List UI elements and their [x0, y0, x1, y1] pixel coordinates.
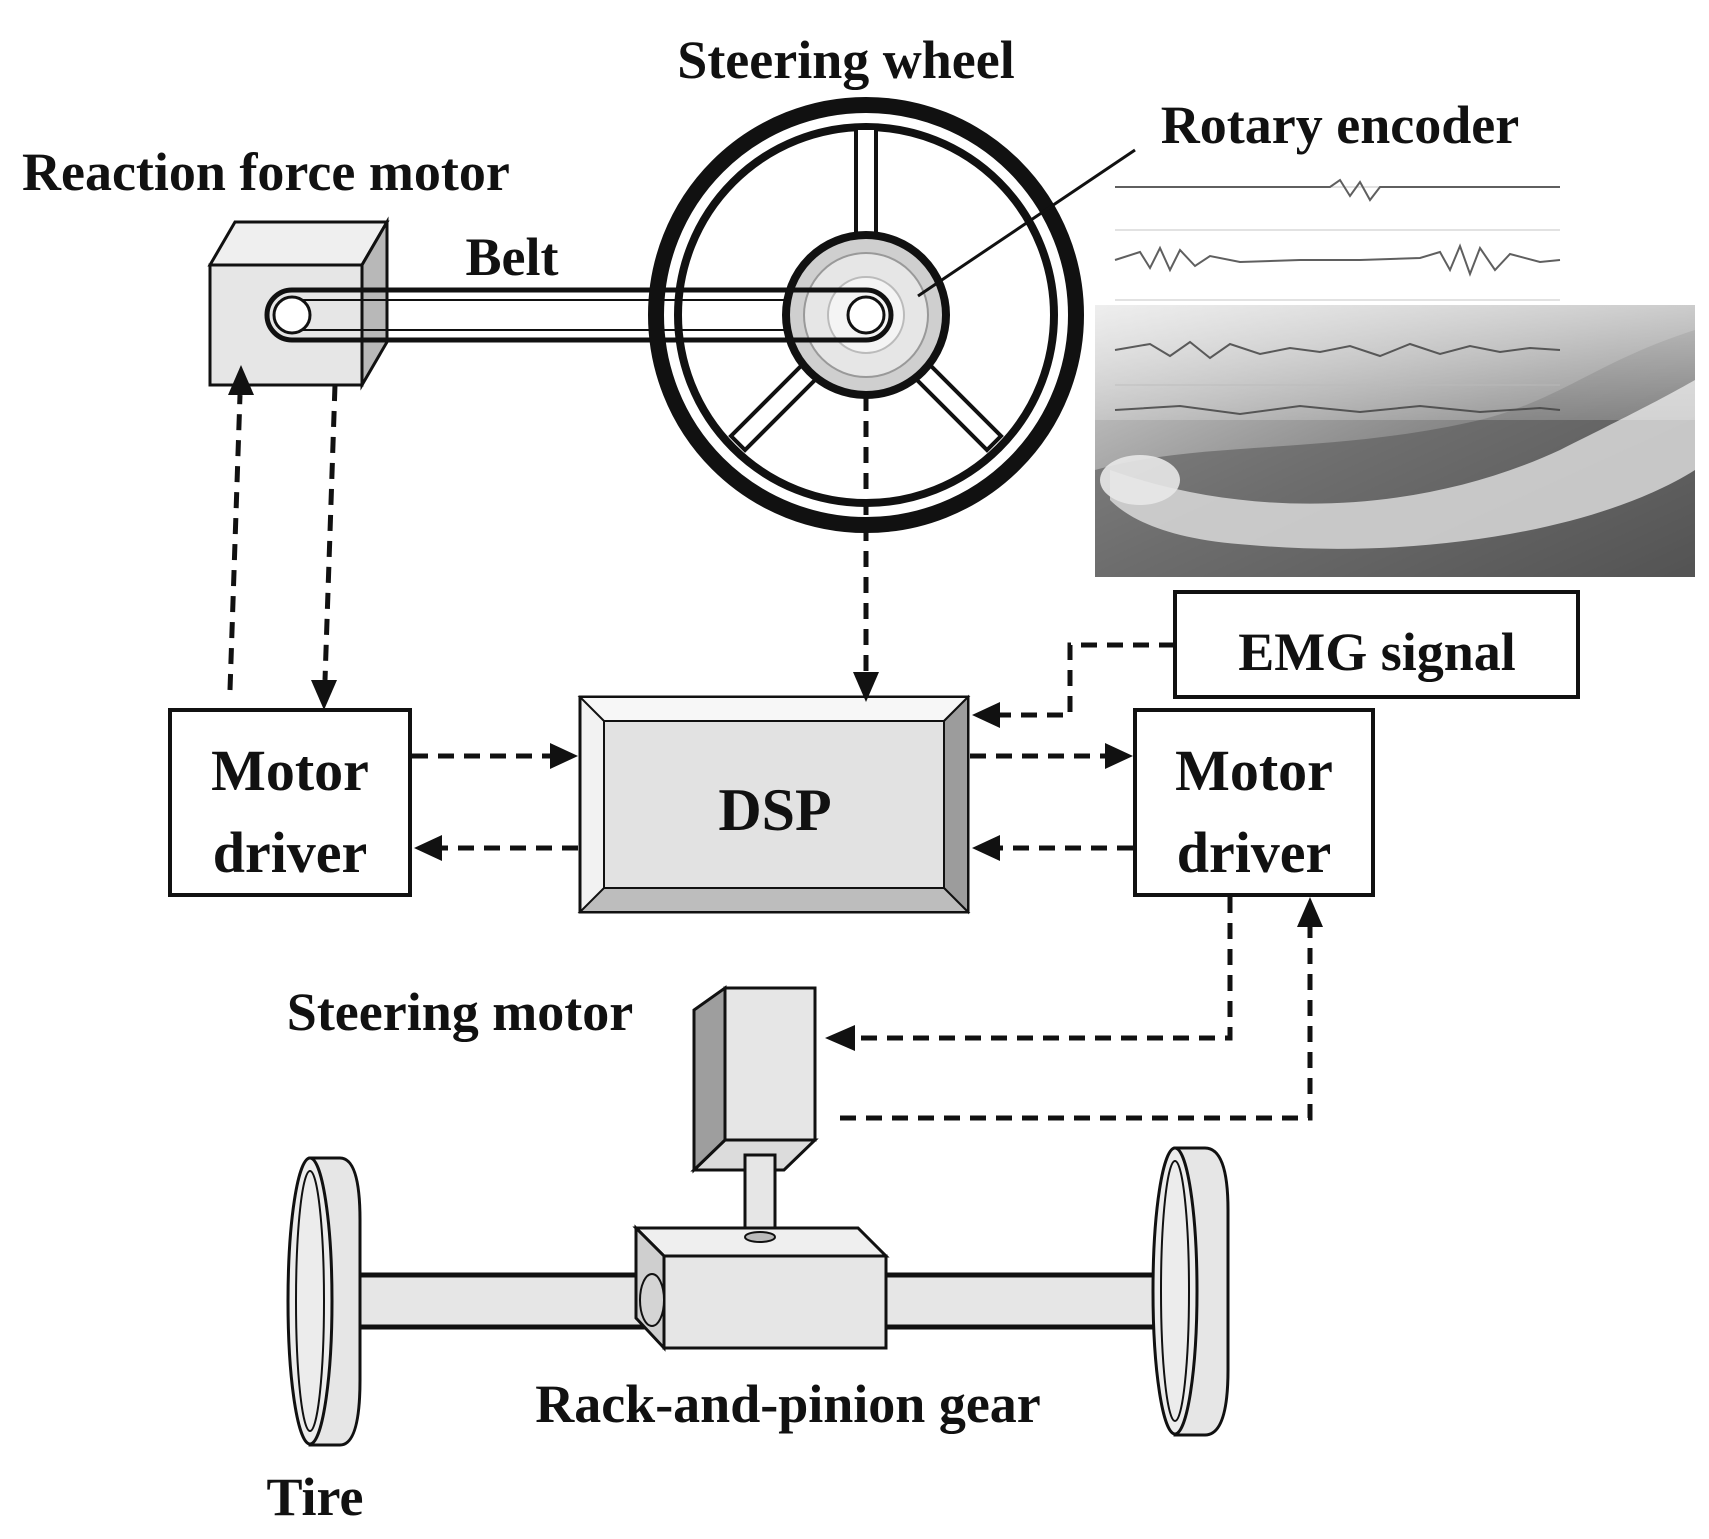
- arrowhead-right: [1105, 743, 1133, 769]
- emg-signal-label: EMG signal: [1238, 622, 1516, 682]
- motor-driver-left-box: [168, 708, 412, 897]
- signal-arrows: [227, 365, 1323, 1121]
- arrowhead-left: [972, 702, 1000, 728]
- arrow-right-driver-to-steering-motor: [855, 897, 1233, 1041]
- rack-and-pinion-label: Rack-and-pinion gear: [535, 1374, 1041, 1434]
- motor-driver-left-label-line2: driver: [213, 820, 368, 885]
- arrow-reaction-motor-to-driver: [322, 384, 338, 681]
- emg-signal-box: [1173, 590, 1580, 699]
- motor-driver-right-label-line2: driver: [1177, 820, 1332, 885]
- arrowhead-down: [853, 672, 879, 702]
- steering-wheel-label: Steering wheel: [677, 30, 1014, 90]
- arrowhead-left: [414, 835, 442, 861]
- motor-driver-left-label-line1: Motor: [211, 738, 369, 803]
- emg-photo-inset: [1095, 170, 1695, 577]
- steering-motor: [690, 985, 819, 1243]
- rotary-encoder-leader-line: [917, 148, 1136, 298]
- reaction-force-motor-label: Reaction force motor: [22, 142, 510, 202]
- tire-label: Tire: [266, 1467, 363, 1527]
- steering-motor-label: Steering motor: [287, 982, 633, 1042]
- arrowhead-up: [228, 365, 254, 395]
- arrowhead-down: [311, 680, 337, 710]
- belt-label: Belt: [466, 227, 559, 287]
- arrow-steering-motor-to-right-driver: [840, 927, 1313, 1121]
- dsp-label: DSP: [718, 777, 831, 843]
- dsp-box: [577, 694, 971, 915]
- motor-driver-right-box: [1133, 708, 1375, 897]
- tire-left: [286, 1156, 362, 1447]
- arrow-driver-to-reaction-motor: [227, 394, 243, 691]
- arrowhead-up: [1297, 897, 1323, 927]
- tire-right: [1151, 1146, 1230, 1437]
- arrowhead-right: [550, 743, 578, 769]
- arrowhead-left: [825, 1025, 855, 1051]
- arrow-emg-to-dsp: [1000, 642, 1175, 718]
- rack-and-pinion-assembly: [352, 1224, 1173, 1352]
- reaction-force-motor-cube: [207, 216, 390, 391]
- motor-driver-right-label-line1: Motor: [1175, 738, 1333, 803]
- rotary-encoder-label: Rotary encoder: [1161, 95, 1519, 155]
- emg-waveforms: [1114, 178, 1561, 416]
- arrowhead-left: [972, 835, 1000, 861]
